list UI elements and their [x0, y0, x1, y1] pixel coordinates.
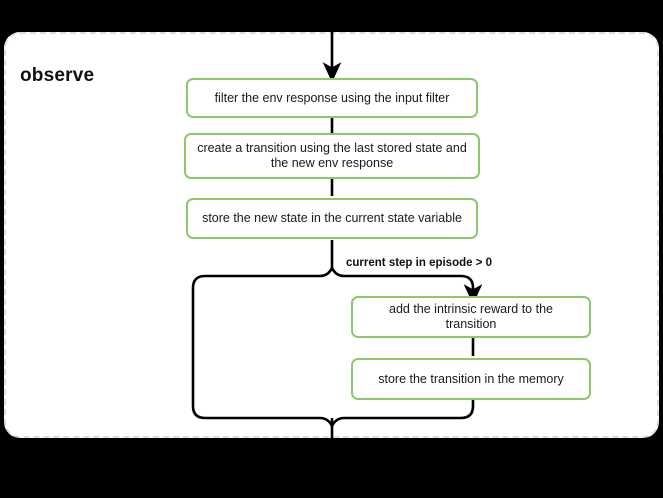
node-filter-env-response[interactable]: filter the env response using the input … [186, 78, 478, 118]
node-add-intrinsic-reward[interactable]: add the intrinsic reward to the transiti… [351, 296, 591, 338]
node-label: filter the env response using the input … [214, 90, 450, 105]
edge-label-condition: current step in episode > 0 [344, 257, 495, 269]
node-label: create a transition using the last store… [197, 141, 467, 170]
node-label: store the new state in the current state… [202, 211, 462, 225]
node-label: store the transition in the memory [378, 371, 564, 386]
node-store-transition-memory[interactable]: store the transition in the memory [351, 358, 591, 400]
node-create-transition[interactable]: create a transition using the last store… [184, 133, 480, 179]
subgraph-title: observe [20, 65, 95, 86]
node-label: add the intrinsic reward to the transiti… [389, 302, 553, 331]
node-store-new-state[interactable]: store the new state in the current state… [186, 198, 478, 239]
